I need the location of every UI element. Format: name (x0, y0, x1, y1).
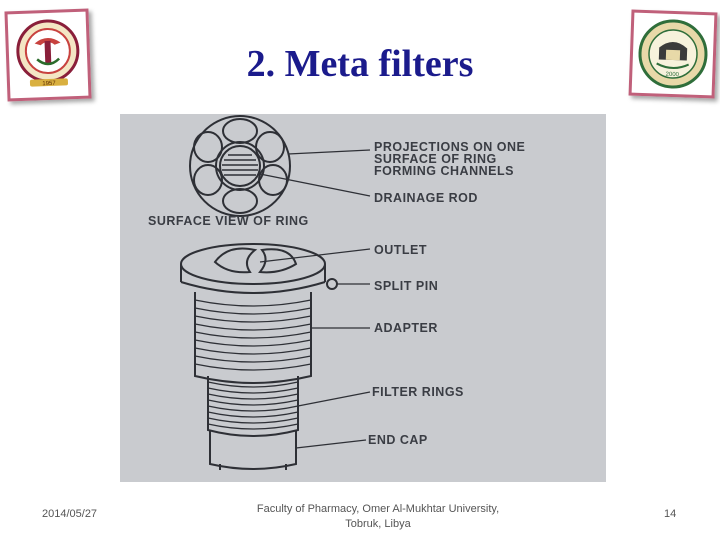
label-surface-view: SURFACE VIEW OF RING (148, 214, 309, 228)
label-filter-rings: FILTER RINGS (372, 385, 464, 399)
ring-outer-circle (189, 115, 291, 217)
label-end-cap: END CAP (368, 433, 428, 447)
university-emblem-icon: 1957 (16, 19, 80, 87)
meta-filter-illustration: PROJECTIONS ON ONE SURFACE OF RING FORMI… (148, 115, 525, 470)
logo-right-year: 2000 (665, 72, 679, 78)
faculty-logo-right: 2000 (628, 9, 718, 99)
footer-institution-line2: Tobruk, Libya (345, 518, 411, 530)
university-logo-left: 1957 (4, 8, 92, 102)
footer-institution: Faculty of Pharmacy, Omer Al-Mukhtar Uni… (240, 502, 516, 532)
footer-date: 2014/05/27 (42, 508, 98, 520)
faculty-seal-icon: 2000 (638, 19, 708, 89)
meta-filter-diagram: PROJECTIONS ON ONE SURFACE OF RING FORMI… (120, 114, 606, 482)
label-projections-line1: PROJECTIONS ON ONE (374, 140, 525, 154)
footer-institution-line1: Faculty of Pharmacy, Omer Al-Mukhtar Uni… (256, 503, 500, 515)
label-projections-line2: SURFACE OF RING (374, 152, 497, 166)
logo-left-year: 1957 (42, 81, 56, 87)
label-adapter: ADAPTER (374, 321, 438, 335)
label-drainage-rod: DRAINAGE ROD (374, 191, 478, 205)
slide-title: 2. Meta filters (246, 43, 474, 85)
label-projections-line3: FORMING CHANNELS (374, 164, 514, 178)
label-split-pin: SPLIT PIN (374, 279, 438, 293)
label-outlet: OUTLET (374, 243, 427, 257)
page-number: 14 (664, 508, 677, 520)
